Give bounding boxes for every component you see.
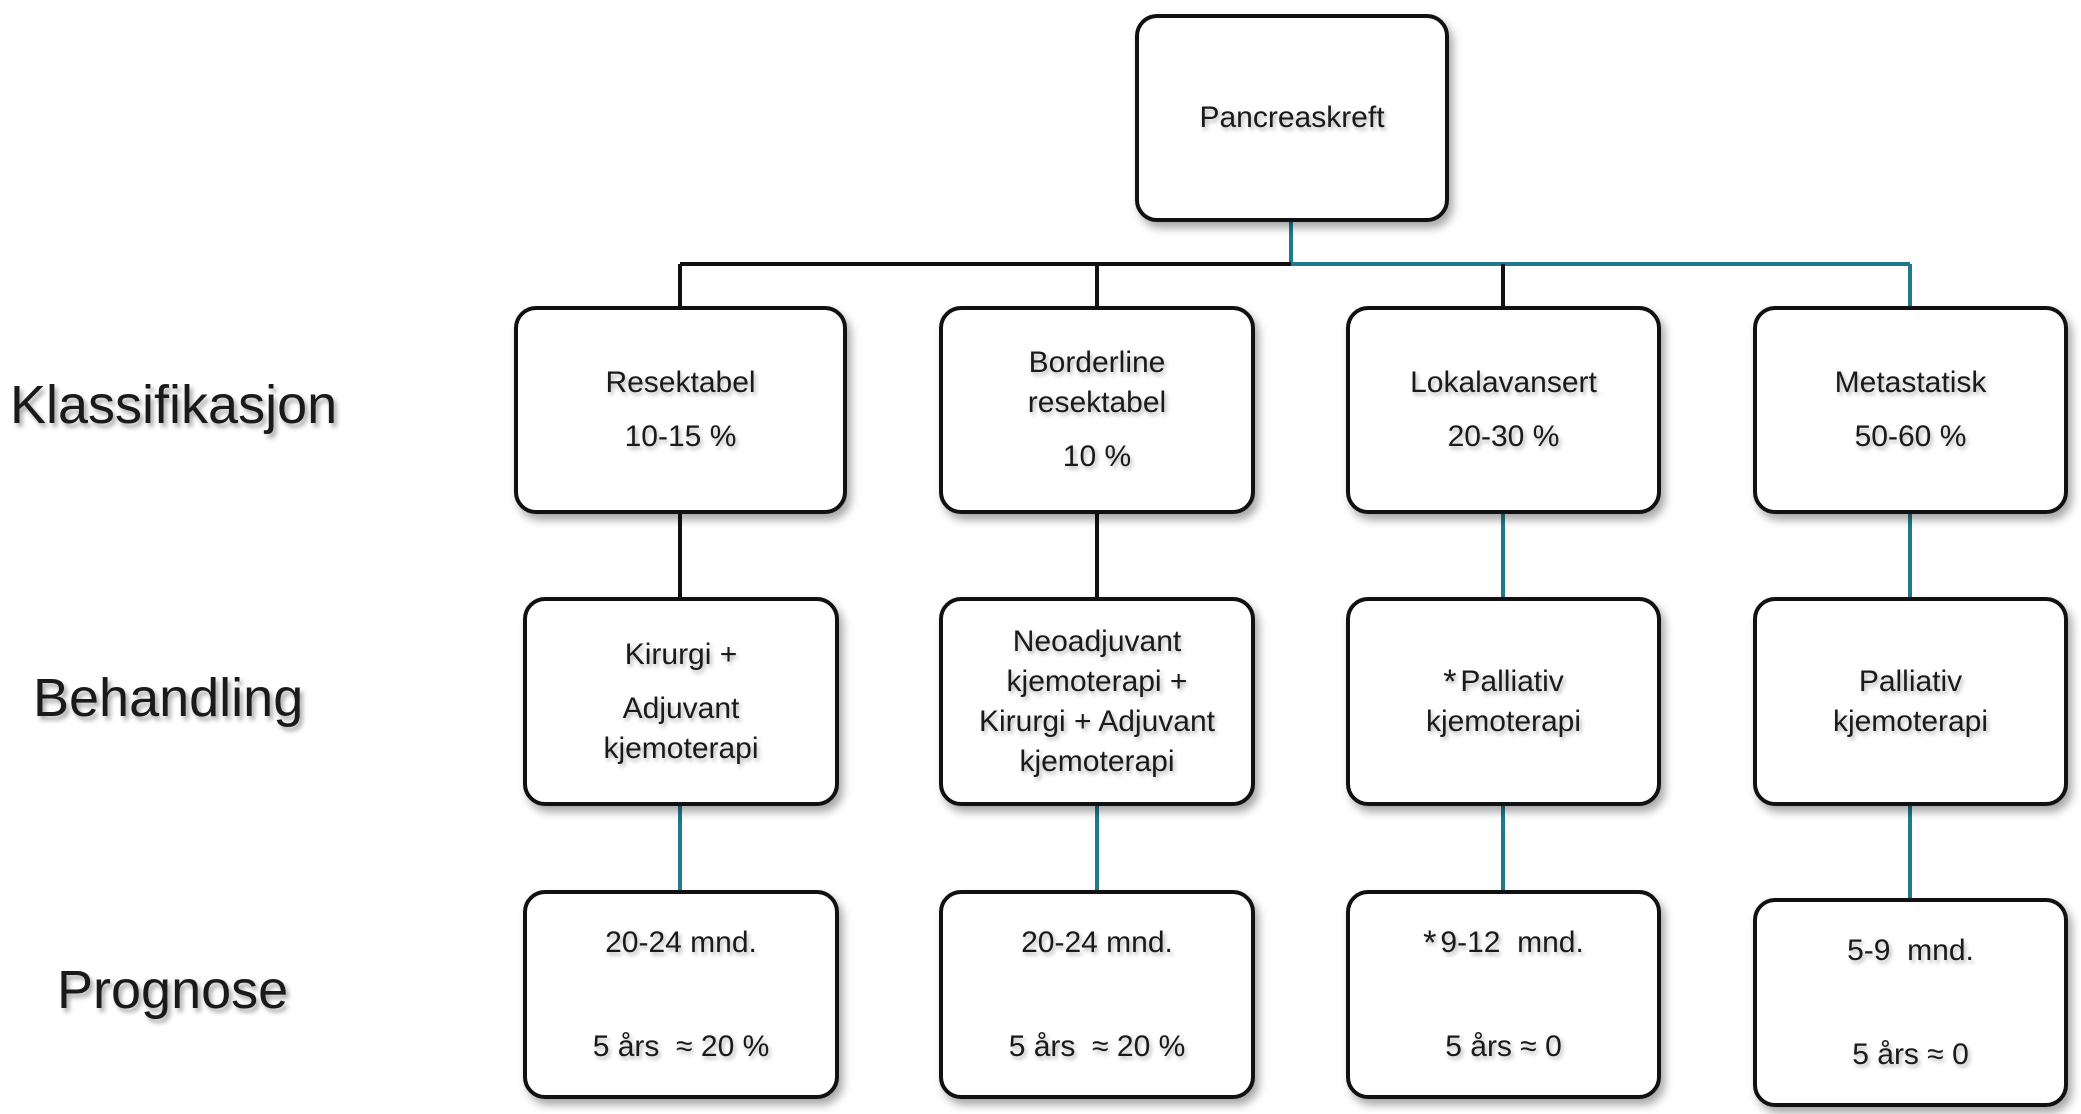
treatment-line: Kirurgi + Adjuvant	[979, 704, 1215, 738]
treatment-node-3: * Palliativ kjemoterapi	[1346, 597, 1661, 806]
classification-percent: 50-60 %	[1854, 420, 1967, 453]
root-label: Pancreaskreft	[1199, 101, 1385, 134]
prognosis-survival: 5-9 mnd.	[1847, 933, 1974, 967]
prognosis-survival-text: 9-12 mnd.	[1440, 925, 1584, 959]
prognosis-five-year: 5 års ≈ 0	[1445, 1029, 1562, 1063]
prognosis-node-2: 20-24 mnd. 5 års ≈ 20 %	[939, 890, 1255, 1099]
prognosis-survival: 20-24 mnd.	[1021, 925, 1173, 959]
classification-node-resektabel: Resektabel 10-15 %	[514, 306, 847, 514]
treatment-line: Adjuvant	[622, 691, 740, 725]
prognosis-five-year: 5 års ≈ 20 %	[592, 1029, 770, 1063]
treatment-line: Kirurgi +	[624, 637, 738, 671]
prognosis-node-4: 5-9 mnd. 5 års ≈ 0	[1753, 898, 2068, 1107]
prognosis-node-3: * 9-12 mnd. 5 års ≈ 0	[1346, 890, 1661, 1099]
asterisk-marker: *	[1423, 923, 1437, 962]
treatment-node-2: Neoadjuvant kjemoterapi + Kirurgi + Adju…	[939, 597, 1255, 806]
treatment-line: Palliativ	[1858, 664, 1963, 698]
prognosis-node-1: 20-24 mnd. 5 års ≈ 20 %	[523, 890, 839, 1099]
prognosis-five-year: 5 års ≈ 0	[1852, 1037, 1969, 1071]
classification-node-metastatisk: Metastatisk 50-60 %	[1753, 306, 2068, 514]
treatment-node-1: Kirurgi + Adjuvant kjemoterapi	[523, 597, 839, 806]
row-label-classification: Klassifikasjon	[10, 375, 338, 435]
classification-label: Metastatisk	[1834, 366, 1987, 399]
treatment-line: kjemoterapi	[1832, 704, 1989, 738]
classification-percent: 10 %	[1062, 440, 1132, 473]
classification-label: Resektabel	[605, 366, 756, 399]
treatment-line: kjemoterapi	[1019, 744, 1175, 778]
treatment-line: * Palliativ	[1443, 662, 1564, 702]
classification-percent: 20-30 %	[1447, 420, 1560, 453]
treatment-line: kjemoterapi +	[1006, 664, 1188, 698]
prognosis-survival: 20-24 mnd.	[605, 925, 757, 959]
classification-node-borderline: Borderline resektabel 10 %	[939, 306, 1255, 514]
treatment-line-text: Palliativ	[1460, 664, 1564, 698]
treatment-line: kjemoterapi	[1425, 704, 1582, 738]
classification-label: Borderline	[1028, 346, 1166, 379]
prognosis-five-year: 5 års ≈ 20 %	[1008, 1029, 1186, 1063]
classification-label-line2: resektabel	[1027, 386, 1167, 419]
row-label-treatment: Behandling	[33, 668, 304, 728]
treatment-node-4: Palliativ kjemoterapi	[1753, 597, 2068, 806]
row-label-prognosis: Prognose	[57, 960, 289, 1020]
classification-label: Lokalavansert	[1410, 366, 1597, 399]
classification-percent: 10-15 %	[624, 420, 737, 453]
treatment-line: Neoadjuvant	[1012, 624, 1182, 658]
prognosis-survival: * 9-12 mnd.	[1423, 923, 1584, 963]
root-node: Pancreaskreft	[1135, 14, 1449, 222]
treatment-line: kjemoterapi	[603, 731, 759, 765]
classification-node-lokalavansert: Lokalavansert 20-30 %	[1346, 306, 1661, 514]
asterisk-marker: *	[1443, 662, 1457, 701]
